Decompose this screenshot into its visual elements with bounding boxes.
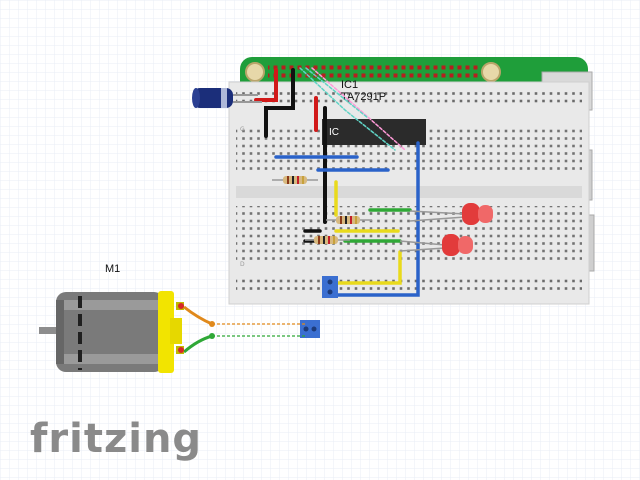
- wire-blue-long[interactable]: [336, 141, 420, 297]
- resistor-2[interactable]: [326, 216, 372, 224]
- terminal-block-motor[interactable]: [300, 320, 320, 338]
- resistor-1[interactable]: [272, 176, 318, 184]
- resistor-3[interactable]: [305, 236, 350, 244]
- ic-reference-label: IC1: [341, 79, 358, 91]
- wire-black-gnd[interactable]: [264, 68, 295, 138]
- led-red-2[interactable]: [399, 234, 473, 256]
- gpio-header: [268, 63, 478, 80]
- motor-leads: [183, 305, 305, 354]
- svg-text:D: D: [240, 261, 245, 268]
- wire-red-power[interactable]: [254, 68, 278, 102]
- led-red-1[interactable]: [409, 203, 493, 225]
- terminal-block-breadboard[interactable]: [322, 276, 338, 298]
- ic-part-label: TA7291P: [341, 91, 386, 103]
- wires: [254, 67, 420, 297]
- dc-motor[interactable]: [39, 291, 184, 373]
- svg-text:G: G: [240, 126, 245, 133]
- ic-body-label: IC: [329, 127, 339, 138]
- wire-yellow-3[interactable]: [336, 250, 402, 285]
- breadboard[interactable]: G D: [228, 81, 590, 305]
- wire-pink-gpio[interactable]: [311, 67, 406, 151]
- wire-teal-gpio[interactable]: [299, 67, 396, 151]
- motor-reference-label: M1: [105, 263, 120, 275]
- fritzing-logo: fritzing: [30, 416, 202, 462]
- electrolytic-capacitor[interactable]: [192, 88, 262, 108]
